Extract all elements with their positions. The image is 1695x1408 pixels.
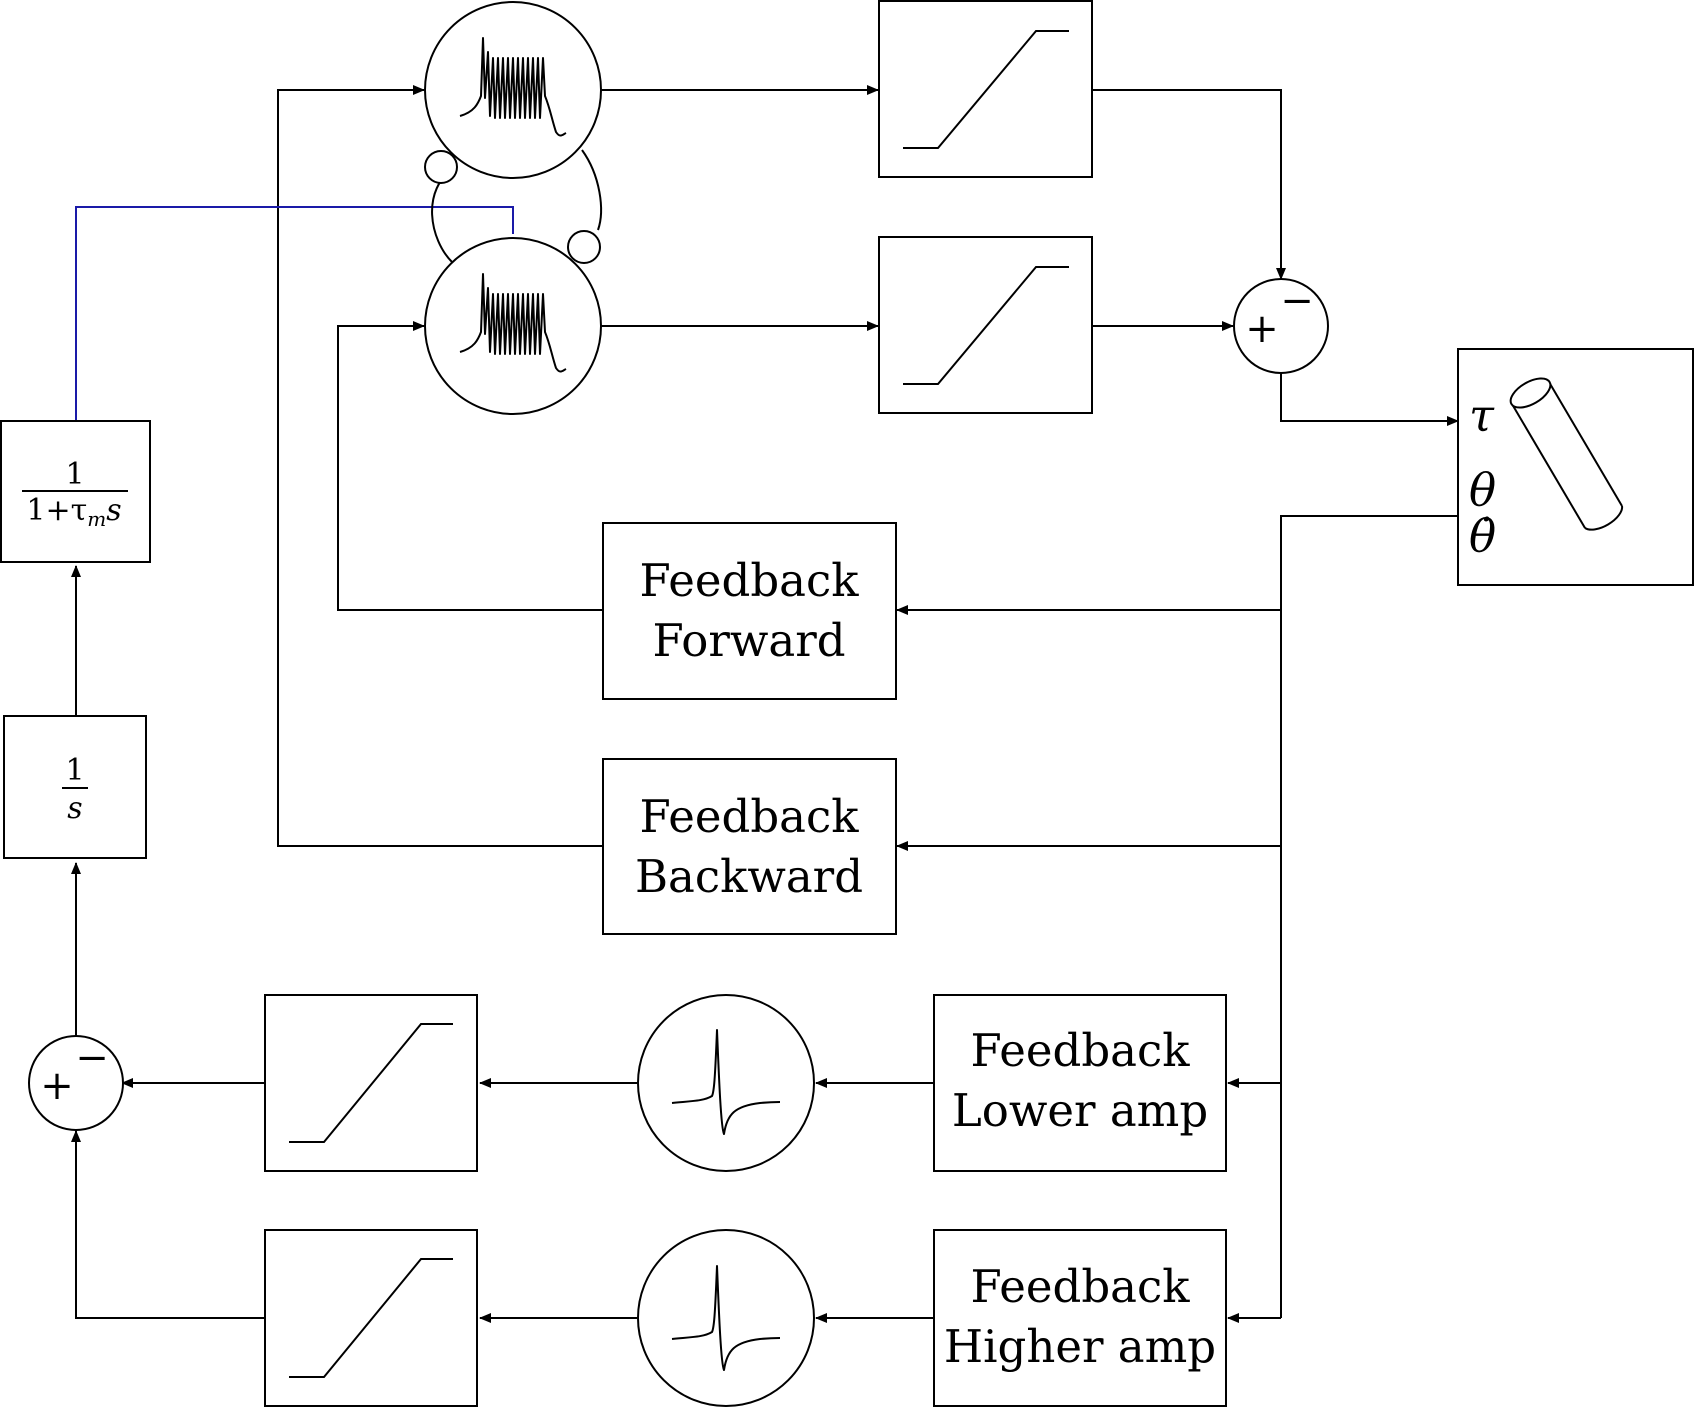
spike-neuron-higher [637,1229,815,1407]
inhibition-arc-right [581,149,603,231]
inhibitory-synapse-top [424,150,458,184]
feedback-forward-block: Feedback Forward [602,522,897,700]
summer-right: + − [1233,278,1329,374]
inhibitory-synapse-bottom [567,230,601,264]
pendulum-input-tau: τ [1469,389,1495,442]
feedback-higher-line2: Higher amp [944,1320,1216,1373]
integrator-denominator: s [67,791,82,826]
feedback-backward-block: Feedback Backward [602,758,897,935]
saturation-higher [264,1229,478,1407]
wire-forward-to-neuron-bottom [337,321,603,611]
feedback-forward-line2: Forward [652,614,845,667]
wire-higher-sat-to-sum [71,1130,265,1319]
pendulum-cylinder-icon [1509,377,1624,531]
integrator-numerator: 1 [65,753,84,788]
feedback-backward-line1: Feedback [640,790,860,843]
neuron-bottom [424,237,602,415]
feedback-lower-line1: Feedback [971,1024,1191,1077]
summer-right-minus: − [1280,278,1314,324]
wire-state-trunk [1280,515,1458,1318]
integrator-block: 1 s [3,715,147,859]
wire-backward-to-neuron-top [277,85,603,847]
saturation-top [878,0,1093,178]
wire-sum-to-pendulum [1280,373,1459,426]
summer-left-plus: + [40,1063,74,1109]
spike-waveform-lower [671,1029,781,1135]
wires [71,85,1459,1323]
saturation-lower [264,994,478,1172]
feedback-backward-line2: Backward [635,850,863,903]
feedback-higher-line1: Feedback [971,1260,1191,1313]
saturation-bottom [878,236,1093,414]
pendulum-output-theta: θ [1469,463,1496,516]
wire-sat-top-to-sum [1092,89,1286,280]
lowpass-denominator: 1+τms [26,493,121,531]
lowpass-numerator: 1 [65,457,84,492]
lowpass-block: 1 1+τms [0,420,151,563]
feedback-forward-line1: Feedback [640,554,860,607]
feedback-lower-line2: Lower amp [952,1084,1208,1137]
feedback-lower-amp-block: Feedback Lower amp [933,994,1227,1172]
summer-left: + − [28,1035,124,1131]
feedback-higher-amp-block: Feedback Higher amp [933,1229,1227,1407]
pendulum-output-theta-dot: θ̇ [1469,509,1496,562]
summer-right-plus: + [1245,306,1279,352]
neuron-top [424,1,602,179]
spike-waveform-higher [671,1265,781,1371]
burst-waveform-top [459,37,567,137]
wire-lowpass-to-neurons [75,206,514,420]
spike-neuron-lower [637,994,815,1172]
burst-waveform-bottom [459,273,567,373]
summer-left-minus: − [75,1035,109,1081]
pendulum-block: τ θ θ̇ [1457,348,1694,586]
